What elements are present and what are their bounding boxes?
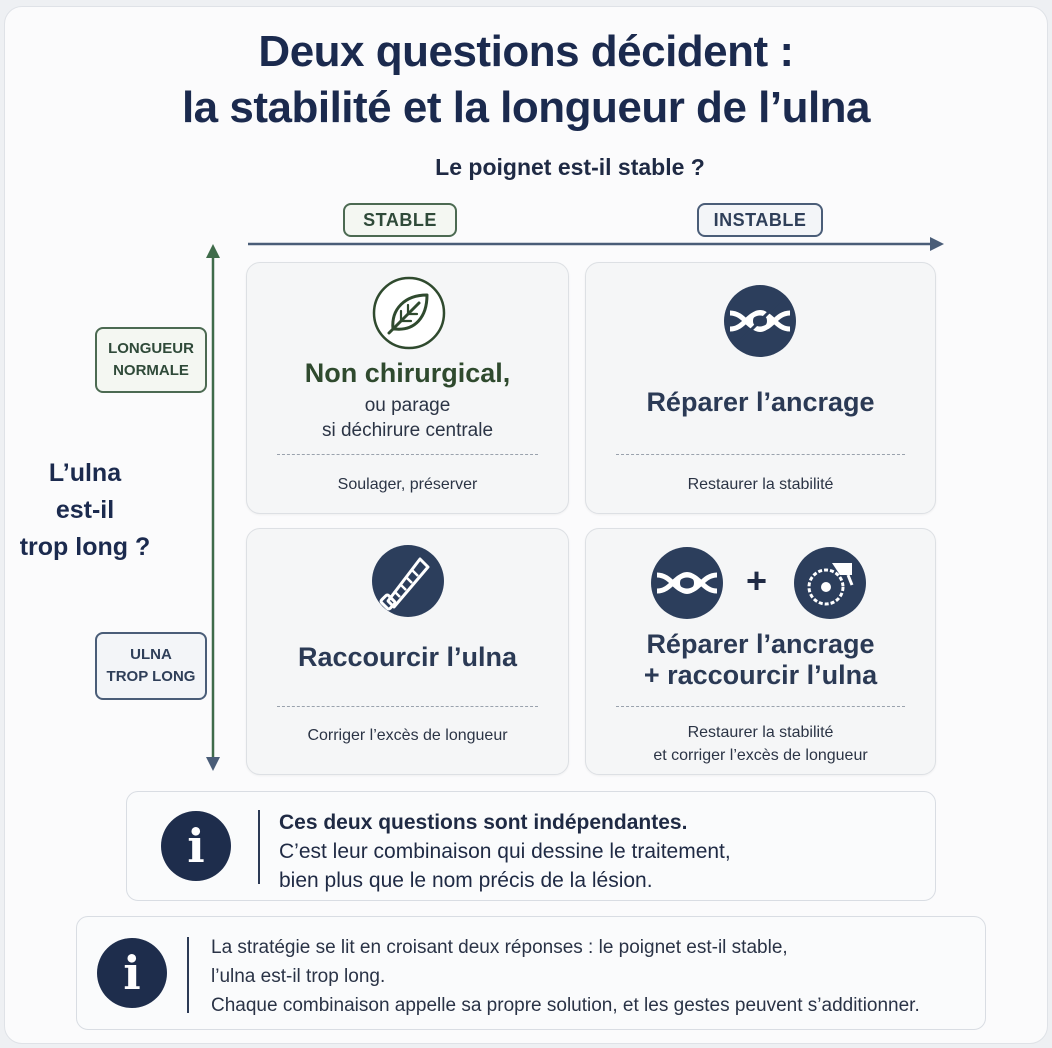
saw-icon — [370, 543, 446, 619]
divider-bar — [187, 937, 189, 1013]
quadrant-note: Soulager, préserver — [337, 476, 478, 493]
divider — [616, 706, 905, 707]
divider — [616, 454, 905, 455]
info-text: La stratégie se lit en croisant deux rép… — [211, 937, 920, 1016]
page-title: Deux questions décident : la stabilité e… — [181, 27, 871, 132]
quadrant-note: Restaurer la stabilité — [687, 476, 834, 493]
plus-sign: + — [746, 560, 768, 601]
row-label-long: ULNA TROP LONG — [95, 632, 207, 700]
column-label-stable: STABLE — [343, 203, 457, 237]
vertical-arrowhead-down — [206, 757, 220, 771]
quadrant-note: Restaurer la stabilité — [687, 724, 834, 741]
divider — [277, 454, 538, 455]
info-icon: i — [97, 938, 167, 1008]
quadrant-note: Corriger l’excès de longueur — [307, 727, 508, 744]
info-text: Ces deux questions sont indépendantes. C… — [279, 811, 731, 892]
horizontal-arrowhead — [930, 237, 944, 251]
vertical-arrowhead-up — [206, 244, 220, 258]
quadrant-instable-normal: Réparer l’ancrage Restaurer la stabilité — [585, 262, 936, 514]
quadrant-instable-long: Réparer l’ancrage + raccourcir l’ulna Re… — [585, 528, 936, 775]
quadrant-stable-long: Raccourcir l’ulna Corriger l’excès de lo… — [246, 528, 569, 775]
quadrant-subtitle: si déchirure centrale — [321, 420, 494, 441]
row-label-normal: LONGUEUR NORMALE — [95, 327, 207, 393]
info-icon: i — [161, 811, 231, 881]
leaf-icon — [371, 275, 447, 351]
quadrant-note: et corriger l’excès de longueur — [653, 747, 868, 764]
quadrant-title: Non chirurgical, — [304, 358, 511, 388]
column-label-instable: INSTABLE — [697, 203, 823, 237]
divider — [277, 706, 538, 707]
quadrant-stable-normal: Non chirurgical, ou parage si déchirure … — [246, 262, 569, 514]
quadrant-title: Réparer l’ancrage — [646, 629, 875, 659]
vertical-question: L’ulna est-il trop long ? — [19, 459, 151, 561]
circular-saw-icon — [792, 545, 868, 621]
quadrant-title: Réparer l’ancrage — [646, 387, 875, 417]
quadrant-title: + raccourcir l’ulna — [643, 660, 878, 690]
divider-bar — [258, 810, 260, 884]
knot-icon — [649, 545, 725, 621]
quadrant-title: Raccourcir l’ulna — [297, 642, 518, 672]
info-box-independent: i Ces deux questions sont indépendantes.… — [126, 791, 936, 901]
info-box-strategy: i La stratégie se lit en croisant deux r… — [76, 916, 986, 1030]
horizontal-question: Le poignet est-il stable ? — [435, 154, 705, 180]
quadrant-subtitle: ou parage — [364, 395, 451, 416]
knot-icon — [722, 283, 798, 359]
